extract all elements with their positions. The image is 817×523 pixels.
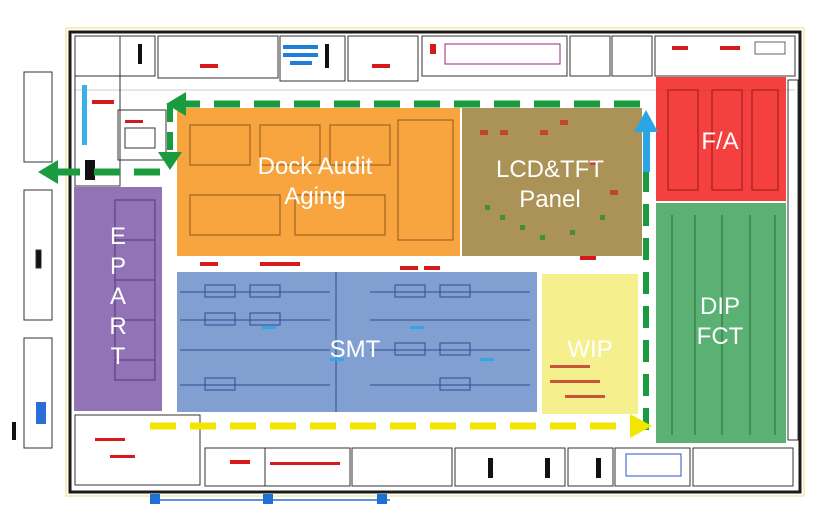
zone-dock-audit-aging (177, 108, 460, 256)
left-annex (12, 71, 53, 449)
top-room-details (138, 41, 786, 68)
bottom-rooms (74, 414, 794, 487)
zone-dip-fct (656, 203, 786, 443)
blue-arrow (634, 110, 658, 172)
zone-lcd-tft-panel (462, 108, 642, 256)
yellow-route (150, 414, 652, 438)
zone-epart (74, 187, 162, 411)
outer-wall-line (65, 27, 805, 497)
right-wall (787, 79, 799, 441)
bottom-door-markers (150, 494, 390, 504)
zone-smt (177, 272, 537, 412)
zone-equipment (38, 89, 779, 435)
zone-fa (656, 77, 786, 201)
green-route (38, 92, 649, 430)
divider-markers (200, 256, 596, 270)
top-rooms (74, 35, 796, 91)
left-rooms (74, 35, 167, 187)
zones (74, 77, 786, 443)
zone-wip (542, 274, 638, 414)
